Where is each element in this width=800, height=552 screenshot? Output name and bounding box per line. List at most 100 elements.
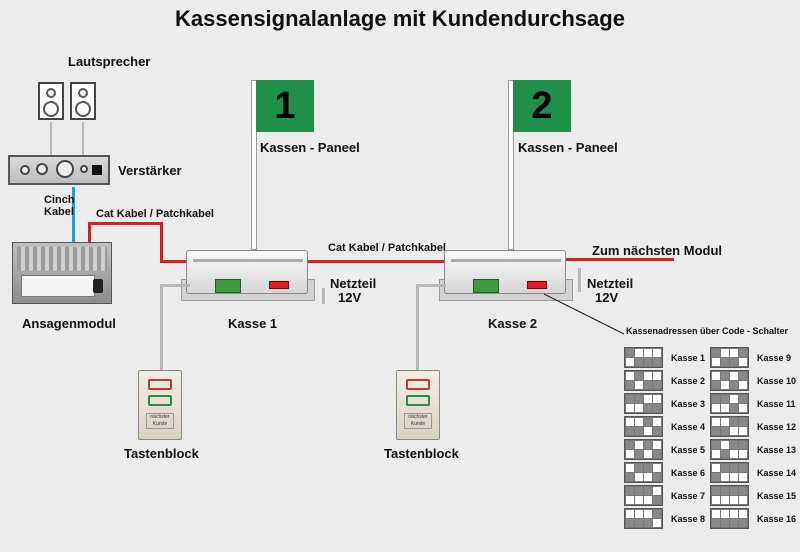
address-label: Kasse 3 bbox=[671, 398, 706, 409]
cat-cable-kasse1-kasse2 bbox=[304, 260, 450, 263]
address-label: Kasse 4 bbox=[671, 421, 706, 432]
cat-cable-top bbox=[88, 222, 162, 225]
address-row: Kasse 4 bbox=[624, 415, 705, 438]
dip-switch-pattern bbox=[710, 439, 749, 460]
dip-switch-pattern bbox=[710, 347, 749, 368]
dip-switch-pattern bbox=[710, 416, 749, 437]
address-label: Kasse 6 bbox=[671, 467, 706, 478]
kasse-module-2 bbox=[439, 250, 573, 301]
panel-label-1: Kassen - Paneel bbox=[260, 140, 360, 155]
address-row: Kasse 13 bbox=[710, 438, 796, 461]
keypad-label-1: Tastenblock bbox=[124, 446, 199, 461]
power-cable-2 bbox=[578, 268, 581, 292]
address-table-title: Kassenadressen über Code - Schalter bbox=[626, 326, 789, 336]
address-column-2: Kasse 9 Kasse 10 Kasse 11 Kasse 12 Kasse 13 K… bbox=[710, 346, 796, 530]
address-label: Kasse 10 bbox=[757, 375, 797, 386]
kasse-label-2: Kasse 2 bbox=[488, 316, 538, 331]
address-label: Kasse 1 bbox=[671, 352, 706, 363]
power-label-1a: Netzteil bbox=[330, 276, 377, 291]
address-row: Kasse 16 bbox=[710, 507, 796, 530]
speaker-wire-left bbox=[50, 122, 52, 156]
speaker-right bbox=[70, 82, 96, 120]
address-label: Kasse 16 bbox=[757, 513, 797, 524]
power-cable-1 bbox=[322, 288, 325, 304]
dip-switch-pattern bbox=[710, 508, 749, 529]
address-label: Kasse 7 bbox=[671, 490, 706, 501]
keypad-label-2: Tastenblock bbox=[384, 446, 459, 461]
cinch-label-line2: Kabel bbox=[44, 206, 74, 218]
dip-switch-pattern bbox=[710, 462, 749, 483]
address-label: Kasse 12 bbox=[757, 421, 797, 432]
announcement-module bbox=[12, 242, 112, 304]
kasse-label-1: Kasse 1 bbox=[228, 316, 278, 331]
panel-label-2: Kassen - Paneel bbox=[518, 140, 618, 155]
address-row: Kasse 14 bbox=[710, 461, 796, 484]
amplifier-label: Verstärker bbox=[118, 163, 182, 178]
dip-switch-pattern bbox=[710, 393, 749, 414]
address-label: Kasse 15 bbox=[757, 490, 797, 501]
address-row: Kasse 3 bbox=[624, 392, 705, 415]
cat-cable-label-2: Cat Kabel / Patchkabel bbox=[328, 242, 446, 254]
power-label-2b: 12V bbox=[595, 290, 619, 305]
address-column-1: Kasse 1 Kasse 2 Kasse 3 Kasse 4 Kasse 5 Kasse… bbox=[624, 346, 705, 530]
address-row: Kasse 12 bbox=[710, 415, 796, 438]
dip-switch-pattern bbox=[624, 347, 663, 368]
dip-switch-pattern bbox=[624, 485, 663, 506]
power-label-1b: 12V bbox=[338, 290, 362, 305]
power-label-2a: Netzteil bbox=[587, 276, 634, 291]
address-row: Kasse 9 bbox=[710, 346, 796, 369]
dip-switch-pattern bbox=[710, 485, 749, 506]
cat-cable-label-1: Cat Kabel / Patchkabel bbox=[96, 208, 214, 220]
address-label: Kasse 2 bbox=[671, 375, 706, 386]
keypad-wire-1-h bbox=[160, 284, 190, 287]
keypad-wire-1 bbox=[160, 284, 163, 372]
address-label: Kasse 13 bbox=[757, 444, 797, 455]
keypad-wire-2-h bbox=[416, 284, 446, 287]
address-row: Kasse 8 bbox=[624, 507, 705, 530]
address-row: Kasse 15 bbox=[710, 484, 796, 507]
cat-cable-next-module bbox=[562, 258, 674, 261]
keypad-2-text: nächster Kunde bbox=[404, 413, 432, 429]
keypad-1-text: nächster Kunde bbox=[146, 413, 174, 429]
speaker-left bbox=[38, 82, 64, 120]
amplifier bbox=[8, 155, 110, 185]
address-label: Kasse 14 bbox=[757, 467, 797, 478]
dip-switch-pattern bbox=[710, 370, 749, 391]
address-row: Kasse 2 bbox=[624, 369, 705, 392]
dip-switch-pattern bbox=[624, 462, 663, 483]
cinch-label-line1: Cinch bbox=[44, 194, 75, 206]
flag-pole-1 bbox=[251, 80, 257, 250]
address-row: Kasse 6 bbox=[624, 461, 705, 484]
address-label: Kasse 9 bbox=[757, 352, 792, 363]
flag-pole-2 bbox=[508, 80, 514, 250]
speaker-wire-right bbox=[82, 122, 84, 156]
next-module-label: Zum nächsten Modul bbox=[592, 243, 722, 258]
address-label: Kasse 8 bbox=[671, 513, 706, 524]
cat-cable-up bbox=[88, 222, 91, 244]
address-row: Kasse 7 bbox=[624, 484, 705, 507]
keypad-wire-2 bbox=[416, 284, 419, 372]
cinch-cable bbox=[72, 187, 75, 243]
address-row: Kasse 1 bbox=[624, 346, 705, 369]
dip-switch-pattern bbox=[624, 370, 663, 391]
dip-switch-pattern bbox=[624, 439, 663, 460]
address-label: Kasse 11 bbox=[757, 398, 796, 409]
kasse-module-1 bbox=[181, 250, 315, 301]
address-row: Kasse 5 bbox=[624, 438, 705, 461]
dip-switch-pattern bbox=[624, 393, 663, 414]
dip-switch-pattern bbox=[624, 508, 663, 529]
panel-flag-2: 2 bbox=[513, 80, 571, 132]
address-row: Kasse 10 bbox=[710, 369, 796, 392]
address-label: Kasse 5 bbox=[671, 444, 706, 455]
keypad-1: nächster Kunde bbox=[138, 370, 182, 440]
panel-flag-1: 1 bbox=[256, 80, 314, 132]
address-row: Kasse 11 bbox=[710, 392, 796, 415]
speaker-label: Lautsprecher bbox=[68, 54, 151, 69]
keypad-2: nächster Kunde bbox=[396, 370, 440, 440]
dip-switch-pattern bbox=[624, 416, 663, 437]
cat-cable-to-kasse1 bbox=[160, 260, 190, 263]
address-pointer-line bbox=[543, 293, 625, 335]
cat-cable-down bbox=[160, 222, 163, 262]
diagram-title: Kassensignalanlage mit Kundendurchsage bbox=[175, 6, 625, 31]
announcement-module-label: Ansagenmodul bbox=[22, 316, 116, 331]
